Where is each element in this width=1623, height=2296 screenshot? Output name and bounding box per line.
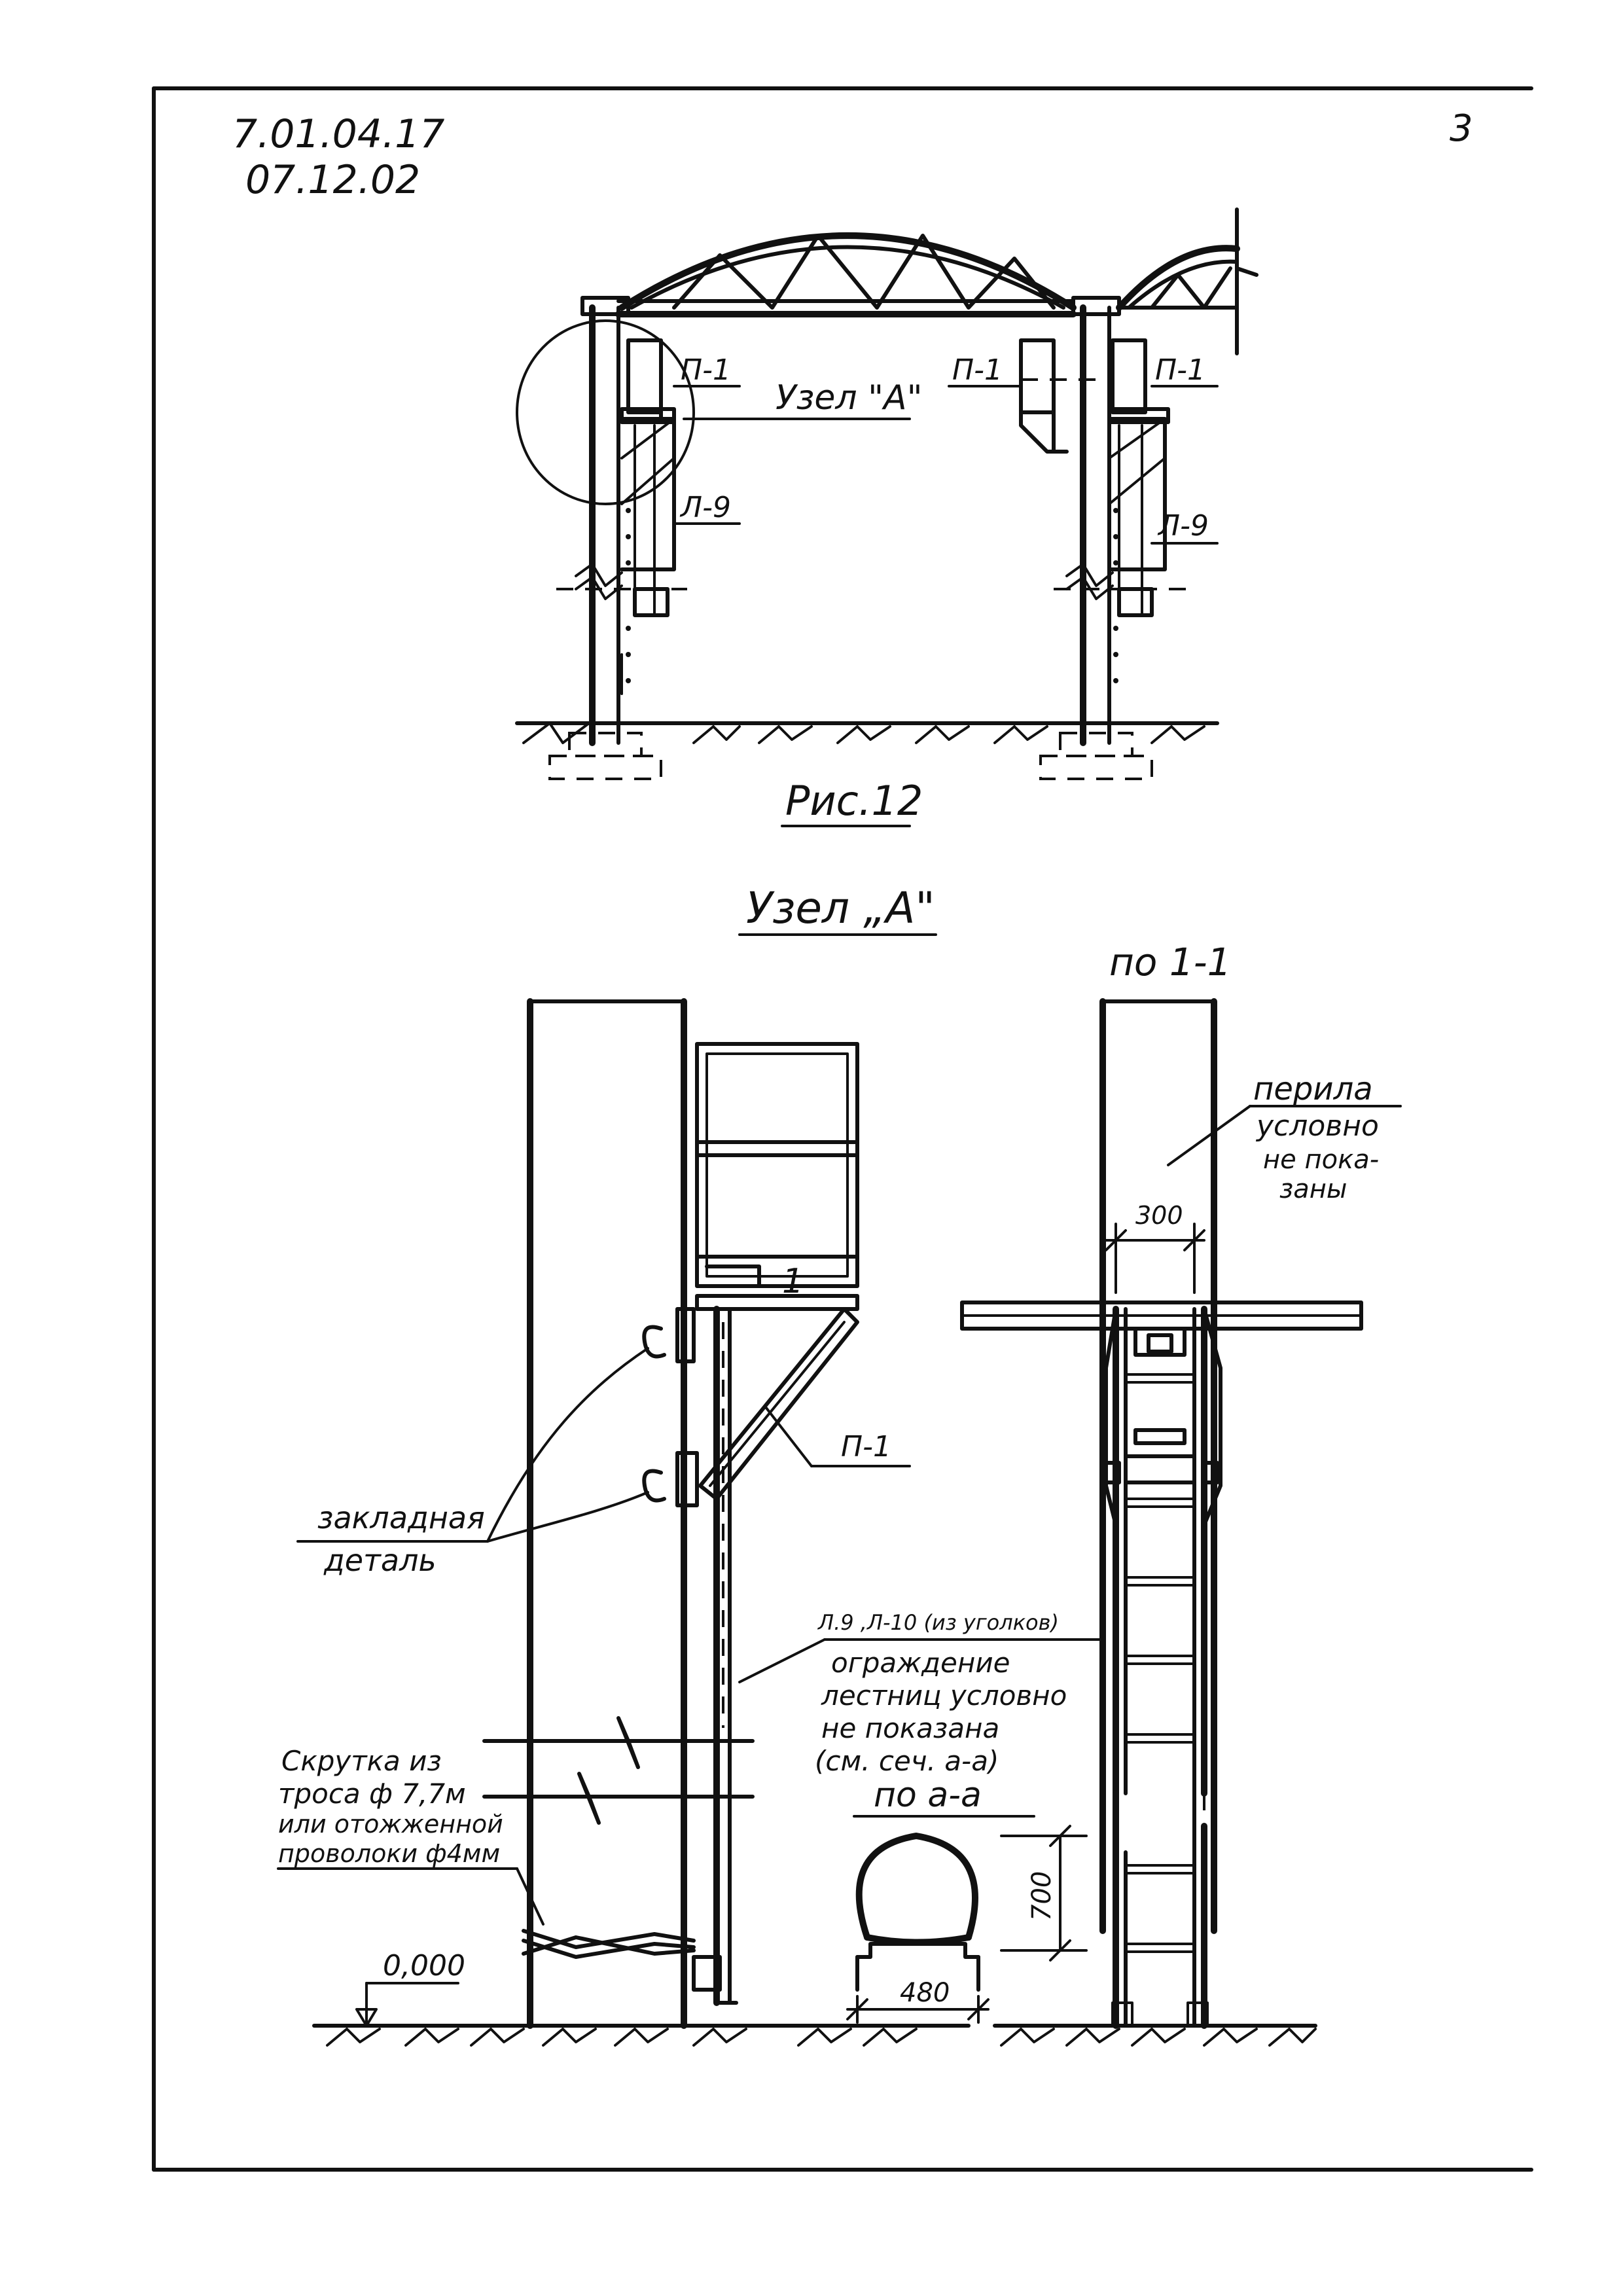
roof-truss-left bbox=[615, 232, 1077, 317]
node-a-circle bbox=[516, 319, 695, 505]
section-aa-title: по а-а bbox=[874, 1776, 982, 1815]
label-twist-3: или отожженной bbox=[278, 1810, 503, 1839]
left-column-dots bbox=[626, 508, 631, 683]
figure-caption: Рис.12 bbox=[785, 777, 923, 825]
label-l9-left: Л-9 bbox=[679, 491, 731, 524]
label-p1-left: П-1 bbox=[681, 353, 731, 387]
label-twist-4: проволоки ф4мм bbox=[278, 1839, 500, 1868]
label-cut-mark: 1 bbox=[782, 1262, 804, 1301]
frame-elevation: П-1 Узел "А" Л-9 П-1 П-1 Л-9 Рис.12 bbox=[515, 207, 1258, 827]
top-dashed-lines bbox=[556, 378, 1191, 590]
dim-300: 300 bbox=[1135, 1201, 1183, 1230]
label-fence-2: лестниц условно bbox=[821, 1679, 1067, 1712]
doc-date: 07.12.02 bbox=[245, 157, 420, 203]
roof-truss-right bbox=[1116, 207, 1258, 355]
label-railing-4: заны bbox=[1279, 1174, 1347, 1204]
label-railing-3: не пока- bbox=[1263, 1145, 1379, 1175]
left-platform-ladder bbox=[620, 338, 676, 695]
label-l9-right: Л-9 bbox=[1157, 509, 1209, 543]
right-platform-ladder bbox=[1019, 338, 1170, 617]
label-level: 0,000 bbox=[383, 1949, 465, 1982]
right-column-dots bbox=[1113, 508, 1118, 683]
label-p1-right: П-1 bbox=[1155, 353, 1205, 387]
detail-title: Узел „А" bbox=[746, 883, 935, 933]
label-embedded-2: деталь bbox=[323, 1543, 437, 1578]
label-fence-1: ограждение bbox=[831, 1647, 1010, 1679]
label-twist-1: Скрутка из bbox=[281, 1745, 442, 1777]
dim-700: 700 bbox=[1027, 1871, 1057, 1921]
label-p1-mid: П-1 bbox=[952, 353, 1003, 387]
label-twist-2: троса ф 7,7м bbox=[278, 1778, 466, 1810]
doc-code: 7.01.04.17 bbox=[232, 111, 444, 157]
section-aa: по а-а 700 480 bbox=[846, 1776, 1088, 2024]
label-fence-4: (см. сеч. а-а) bbox=[815, 1745, 999, 1777]
detail-side-view: 1 0,000 bbox=[277, 998, 1101, 2047]
top-leaders bbox=[673, 385, 1219, 545]
label-ladder-type: Л.9 ,Л-10 (из уголков) bbox=[817, 1610, 1059, 1635]
dim-480: 480 bbox=[900, 1978, 950, 2008]
label-railing-2: условно bbox=[1255, 1109, 1379, 1143]
label-fence-3: не показана bbox=[821, 1712, 999, 1744]
label-embedded-1: закладная bbox=[317, 1500, 485, 1535]
sheet-frame bbox=[152, 86, 1533, 2172]
label-node-a-callout: Узел "А" bbox=[776, 378, 923, 418]
section-1-1-title: по 1-1 bbox=[1109, 940, 1232, 984]
label-p1-detail: П-1 bbox=[841, 1430, 891, 1463]
section-1-1: по 1-1 bbox=[960, 940, 1402, 2047]
page-number: 3 bbox=[1450, 107, 1473, 150]
top-ground bbox=[515, 721, 1219, 780]
label-railing-1: перила bbox=[1253, 1071, 1373, 1107]
